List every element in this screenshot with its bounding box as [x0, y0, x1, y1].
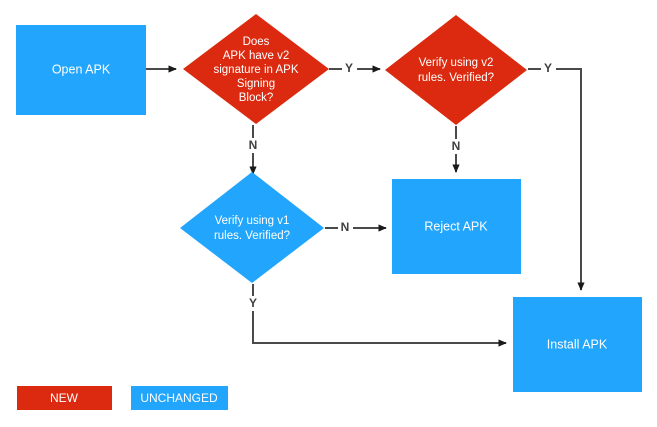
node-open-apk[interactable]: Open APK — [16, 25, 146, 115]
node-install-apk-label: Install APK — [547, 337, 608, 351]
node-has-v2-line-2: APK have v2 — [223, 50, 289, 62]
node-has-v2-line-1: Does — [243, 36, 270, 48]
node-verify-v1-line-1: Verify using v1 — [215, 215, 290, 227]
edge-label-n-reject-v2: N — [452, 139, 461, 153]
edge-has-v2-signature-to-verify-v2: Y — [329, 61, 381, 75]
edge-label-n-v1: N — [249, 138, 258, 152]
legend-item-unchanged-label: UNCHANGED — [140, 391, 218, 405]
node-open-apk-label: Open APK — [52, 62, 111, 76]
edge-verify-v1-to-install-apk: Y — [249, 284, 507, 347]
node-has-v2-line-5: Block? — [239, 92, 274, 104]
legend: NEW UNCHANGED — [17, 386, 228, 410]
edge-verify-v2-to-install-apk: Y — [528, 61, 585, 291]
edge-has-v2-signature-to-verify-v1: N — [249, 125, 258, 175]
node-verify-v1-line-2: rules. Verified? — [214, 230, 290, 242]
edge-label-y-install: Y — [544, 61, 552, 75]
edge-label-y-install-v1: Y — [249, 296, 257, 310]
node-has-v2-line-4: Signing — [237, 78, 275, 90]
node-has-v2-signature[interactable]: Does APK have v2 signature in APK Signin… — [183, 14, 329, 124]
legend-item-new: NEW — [17, 386, 112, 410]
node-verify-v2[interactable]: Verify using v2 rules. Verified? — [385, 15, 527, 125]
node-has-v2-line-3: signature in APK — [213, 64, 298, 76]
legend-item-new-label: NEW — [50, 391, 79, 405]
edge-verify-v1-to-reject-apk: N — [325, 220, 387, 234]
edge-verify-v2-to-reject-apk: N — [452, 126, 461, 173]
legend-item-unchanged: UNCHANGED — [131, 386, 228, 410]
edge-label-n-reject-v1: N — [341, 220, 350, 234]
node-install-apk[interactable]: Install APK — [513, 297, 642, 392]
node-verify-v2-line-2: rules. Verified? — [418, 72, 494, 84]
node-verify-v1[interactable]: Verify using v1 rules. Verified? — [180, 172, 324, 283]
node-reject-apk[interactable]: Reject APK — [392, 179, 521, 274]
node-verify-v2-line-1: Verify using v2 — [419, 57, 494, 69]
node-reject-apk-label: Reject APK — [424, 219, 488, 233]
edge-label-y-v2: Y — [345, 61, 353, 75]
